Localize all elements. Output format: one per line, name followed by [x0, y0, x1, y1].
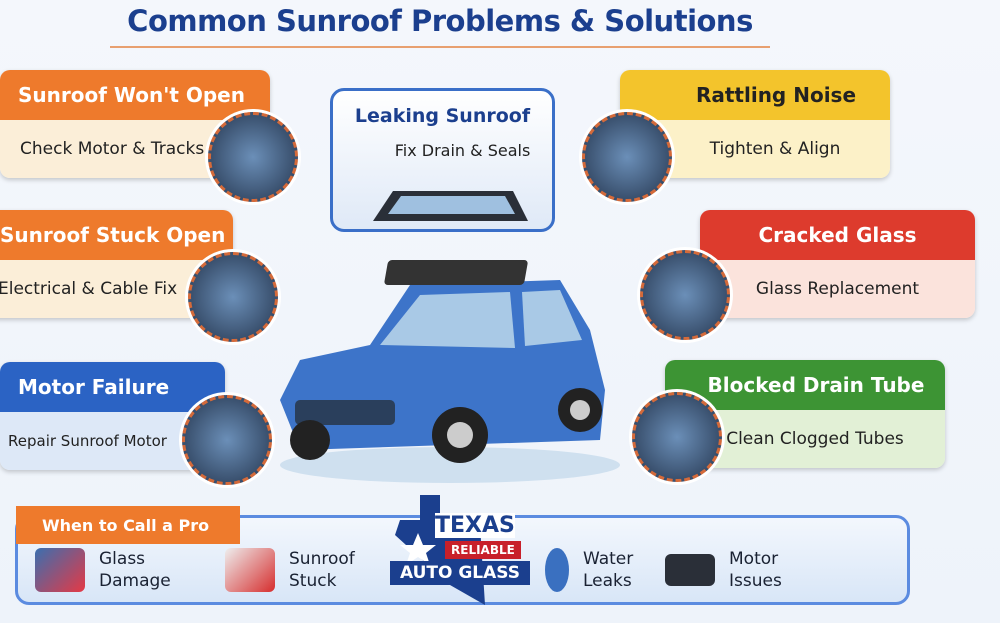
car-wrench-icon	[225, 548, 275, 592]
title-underline	[110, 46, 770, 48]
sunroof-icon	[373, 191, 528, 221]
car-illustration	[280, 260, 620, 483]
callout-problem: Leaking Sunroof	[354, 105, 531, 127]
pro-item-label: Glass Damage	[99, 549, 171, 591]
texas-reliable-auto-glass-logo: TEXAS RELIABLE AUTO GLASS	[390, 495, 530, 610]
problem-title: Motor Failure	[0, 362, 225, 412]
callout-solution: Fix Drain & Seals	[394, 141, 531, 160]
leaking-sunroof-callout: Leaking Sunroof Fix Drain & Seals	[330, 88, 555, 232]
sunroof-rattle-icon	[582, 112, 672, 202]
problem-title: Blocked Drain Tube	[665, 360, 945, 410]
problem-title: Sunroof Stuck Open	[0, 210, 233, 260]
problem-title: Sunroof Won't Open	[0, 70, 270, 120]
glass-heart-icon	[35, 548, 85, 592]
motor-icon	[182, 395, 272, 485]
electrical-cable-icon	[188, 252, 278, 342]
motor-tracks-icon	[208, 112, 298, 202]
pro-item-label: Sunroof Stuck	[289, 549, 355, 591]
pro-item-label: Water Leaks	[583, 549, 634, 591]
truck-icon	[665, 554, 715, 586]
water-drop-icon	[545, 548, 569, 592]
pro-item-motor-issues: Motor Issues	[665, 548, 809, 592]
problem-title: Rattling Noise	[620, 70, 890, 120]
problem-solution: Glass Replacement	[700, 260, 975, 318]
page-title: Common Sunroof Problems & Solutions	[127, 4, 753, 38]
pro-item-water-leaks: Water Leaks	[545, 548, 643, 592]
pro-item-label: Motor Issues	[729, 549, 782, 591]
pro-item-glass-damage: Glass Damage	[35, 548, 179, 592]
problem-title: Cracked Glass	[700, 210, 975, 260]
problem-card-cracked-glass: Cracked Glass Glass Replacement	[700, 210, 975, 318]
cracked-glass-icon	[640, 250, 730, 340]
call-a-pro-heading: When to Call a Pro	[16, 506, 240, 544]
pro-item-sunroof-stuck: Sunroof Stuck	[225, 548, 359, 592]
drain-tube-icon	[632, 392, 722, 482]
